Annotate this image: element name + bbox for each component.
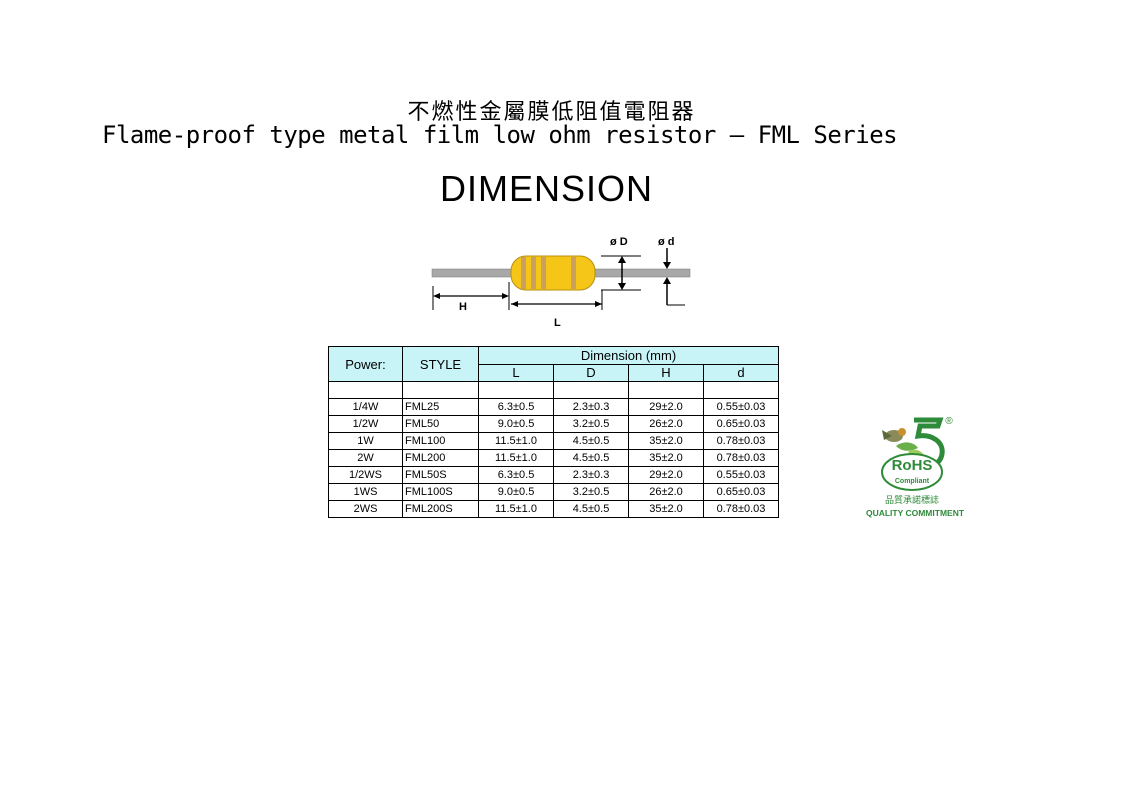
- cell-L: 11.5±1.0: [478, 432, 554, 450]
- cell-power: 2WS: [328, 500, 403, 518]
- label-D: ø D: [610, 236, 628, 248]
- cell-d: 0.55±0.03: [703, 466, 779, 484]
- rohs-text: RoHS: [892, 457, 933, 474]
- cell-d: 0.55±0.03: [703, 398, 779, 416]
- cell-D: 4.5±0.5: [553, 500, 629, 518]
- cell-H: 35±2.0: [628, 432, 704, 450]
- resistor-dimension-diagram: ø D ø d H L: [431, 236, 691, 329]
- header-dimension: Dimension (mm): [478, 346, 779, 365]
- logo-cn-text: 品質承諾標誌: [885, 494, 939, 506]
- cell-style: FML200: [402, 449, 479, 467]
- quality-commitment-text: QUALITY COMMITMENT: [866, 508, 965, 518]
- cell-H: 35±2.0: [628, 500, 704, 518]
- cell-d: 0.65±0.03: [703, 483, 779, 501]
- color-band-3: [541, 257, 546, 289]
- cell-style: FML50S: [402, 466, 479, 484]
- cell-H: 35±2.0: [628, 449, 704, 467]
- header-L: L: [478, 363, 554, 382]
- cell-power: 1/2W: [328, 415, 403, 433]
- color-band-4: [571, 257, 576, 289]
- cell-power: 1WS: [328, 483, 403, 501]
- cell-L: 11.5±1.0: [478, 500, 554, 518]
- header-d: d: [703, 363, 779, 382]
- cell-D: 2.3±0.3: [553, 398, 629, 416]
- cell-power: 1/2WS: [328, 466, 403, 484]
- cell-H: 26±2.0: [628, 483, 704, 501]
- cell-style: FML25: [402, 398, 479, 416]
- cell-style: FML50: [402, 415, 479, 433]
- cell-style: FML100S: [402, 483, 479, 501]
- compliant-text: Compliant: [895, 478, 930, 485]
- header-power: Power:: [328, 346, 403, 382]
- title-english: Flame-proof type metal film low ohm resi…: [102, 121, 898, 149]
- table-spacer-row: [328, 381, 779, 399]
- cell-L: 11.5±1.0: [478, 449, 554, 467]
- label-d: ø d: [658, 236, 675, 248]
- cell-L: 6.3±0.5: [478, 466, 554, 484]
- cell-d: 0.78±0.03: [703, 500, 779, 518]
- cell-L: 6.3±0.5: [478, 398, 554, 416]
- cell-d: 0.78±0.03: [703, 449, 779, 467]
- cell-D: 4.5±0.5: [553, 432, 629, 450]
- dimension-table: Power: STYLE Dimension (mm) L D H d 1/4W…: [328, 346, 779, 518]
- color-band-1: [521, 257, 526, 289]
- cell-D: 3.2±0.5: [553, 483, 629, 501]
- cell-H: 26±2.0: [628, 415, 704, 433]
- cell-D: 4.5±0.5: [553, 449, 629, 467]
- header-H: H: [628, 363, 704, 382]
- label-H: H: [459, 301, 467, 313]
- label-L: L: [554, 317, 561, 329]
- cell-power: 1/4W: [328, 398, 403, 416]
- cell-power: 2W: [328, 449, 403, 467]
- cell-style: FML200S: [402, 500, 479, 518]
- color-band-2: [531, 257, 536, 289]
- cell-D: 2.3±0.3: [553, 466, 629, 484]
- cell-H: 29±2.0: [628, 398, 704, 416]
- cell-L: 9.0±0.5: [478, 415, 554, 433]
- title-chinese: 不燃性金屬膜低阻值電阻器: [407, 100, 696, 125]
- rohs-logo: RoHS Compliant ® 品質承諾標誌 QUALITY COMMITME…: [866, 416, 965, 518]
- cell-L: 9.0±0.5: [478, 483, 554, 501]
- cell-H: 29±2.0: [628, 466, 704, 484]
- cell-d: 0.78±0.03: [703, 432, 779, 450]
- section-heading: DIMENSION: [439, 168, 653, 209]
- cell-style: FML100: [402, 432, 479, 450]
- cell-D: 3.2±0.5: [553, 415, 629, 433]
- header-style: STYLE: [402, 346, 479, 382]
- registered-mark: ®: [945, 416, 953, 427]
- cell-power: 1W: [328, 432, 403, 450]
- header-D: D: [553, 363, 629, 382]
- cell-d: 0.65±0.03: [703, 415, 779, 433]
